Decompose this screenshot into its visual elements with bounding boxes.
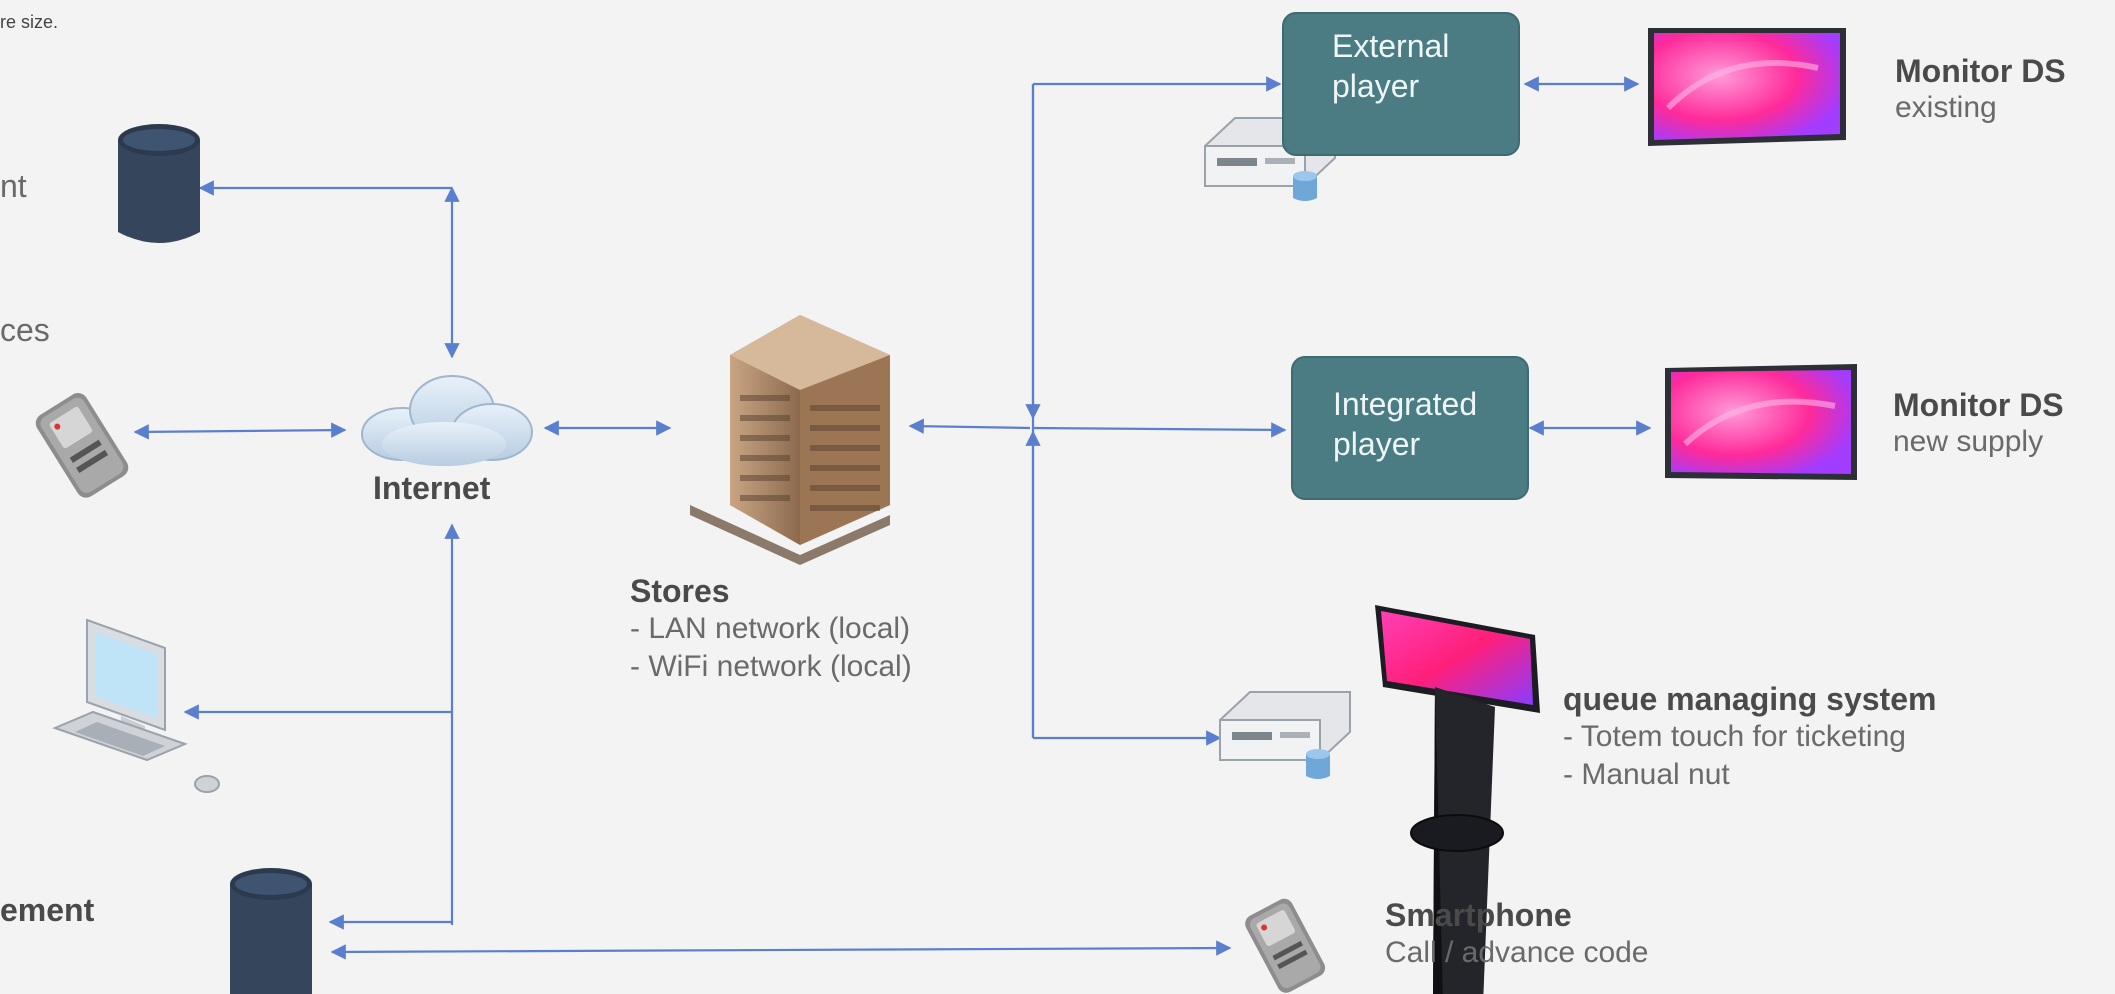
desktop-computer-icon bbox=[52, 618, 220, 793]
integrated-player-label: player bbox=[1333, 426, 1421, 462]
kiosk-totem-icon bbox=[1375, 605, 1540, 994]
connectors bbox=[133, 76, 1652, 960]
stores-label-group: Stores - LAN network (local) - WiFi netw… bbox=[630, 572, 912, 686]
building-icon bbox=[690, 315, 890, 565]
internet-label: Internet bbox=[373, 470, 491, 506]
smartphone-title: Smartphone bbox=[1385, 897, 1572, 933]
integrated-player-label: Integrated bbox=[1333, 386, 1478, 422]
queue-system-label: queue managing system - Totem touch for … bbox=[1563, 680, 1936, 794]
external-player-box: External player bbox=[1282, 12, 1520, 156]
remote-control-icon bbox=[1245, 898, 1326, 993]
connector-stores-hub bbox=[908, 418, 1031, 434]
monitor-title: Monitor DS bbox=[1893, 387, 2064, 423]
database-icon bbox=[230, 868, 312, 994]
queue-line: - Totem touch for ticketing bbox=[1563, 720, 1906, 753]
monitor-icon bbox=[1665, 364, 1857, 480]
smartphone-label: Smartphone Call / advance code bbox=[1385, 896, 1649, 972]
top-note: re size. bbox=[0, 12, 59, 32]
monitor-subtitle: existing bbox=[1895, 91, 1997, 124]
left-partial-label: ement bbox=[0, 892, 95, 928]
external-player-label: player bbox=[1332, 68, 1420, 104]
cloud-icon bbox=[361, 375, 533, 466]
server-icon bbox=[1219, 691, 1351, 779]
smartphone-subtitle: Call / advance code bbox=[1385, 936, 1649, 969]
monitor-subtitle: new supply bbox=[1893, 425, 2044, 458]
database-icon bbox=[118, 124, 200, 243]
connector-db-smartphone bbox=[330, 940, 1232, 960]
remote-control-icon bbox=[35, 393, 129, 498]
queue-line: - Manual nut bbox=[1563, 758, 1730, 791]
monitor-new-label: Monitor DS new supply bbox=[1893, 386, 2064, 460]
left-partial-label: ces bbox=[0, 312, 50, 348]
monitor-existing-label: Monitor DS existing bbox=[1895, 52, 2066, 126]
left-partial-label: nt bbox=[0, 168, 27, 204]
queue-title: queue managing system bbox=[1563, 681, 1937, 717]
connector-remote-internet bbox=[133, 422, 347, 440]
monitor-icon bbox=[1648, 28, 1846, 146]
monitor-title: Monitor DS bbox=[1895, 53, 2066, 89]
integrated-player-box: Integrated player bbox=[1291, 356, 1529, 500]
stores-title: Stores bbox=[630, 573, 730, 609]
stores-line: - LAN network (local) bbox=[630, 612, 911, 645]
external-player-label: External bbox=[1332, 28, 1450, 64]
stores-line: - WiFi network (local) bbox=[630, 650, 912, 683]
